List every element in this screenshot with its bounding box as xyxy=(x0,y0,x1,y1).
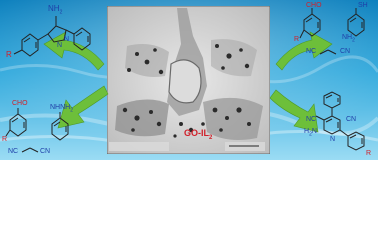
arrow-to-bottom-left xyxy=(57,85,109,129)
graphical-abstract: GO-IL2 NH2 N N R xyxy=(0,0,378,160)
arrow-to-pyridine xyxy=(269,89,319,133)
right-r: R xyxy=(294,36,300,43)
sample-label-subscript: 2 xyxy=(209,134,213,141)
right-amine: NH2 xyxy=(342,34,355,44)
tem-micrograph xyxy=(107,6,270,154)
right-nitrile-left: NC xyxy=(306,48,317,55)
right-thiol: SH xyxy=(358,2,368,9)
pyrazole-amine: NH2 xyxy=(48,4,63,16)
pyrazole-r: R xyxy=(6,50,12,59)
right-aldehyde: CHO xyxy=(306,2,322,9)
left-hydrazine: NHNH2 xyxy=(50,104,74,114)
left-reactants xyxy=(5,108,69,153)
arrow-to-top-right xyxy=(275,31,333,71)
sample-label: GO-IL2 xyxy=(184,128,212,141)
left-nitrile-right: CN xyxy=(40,148,51,155)
left-nitrile-left: NC xyxy=(8,148,19,155)
sample-label-text: GO-IL xyxy=(184,128,209,138)
pyridine-ring-nitrile: CN xyxy=(346,116,357,123)
right-reactants xyxy=(299,8,365,55)
pyrazole-product xyxy=(13,16,91,57)
pyridine-amine: H2N xyxy=(304,128,317,138)
pyridine-ring-n: N xyxy=(330,136,336,143)
pyridine-r: R xyxy=(366,150,372,157)
pyridine-nitrile: NC xyxy=(306,116,317,123)
pyridine-product xyxy=(315,91,365,151)
left-aldehyde: CHO xyxy=(12,100,28,107)
nanoparticles xyxy=(122,44,251,138)
pyrazole-n1: N xyxy=(64,36,70,43)
pyrazole-n2: N xyxy=(57,42,63,49)
right-nitrile-right: CN xyxy=(340,48,351,55)
left-r: R xyxy=(2,136,8,143)
